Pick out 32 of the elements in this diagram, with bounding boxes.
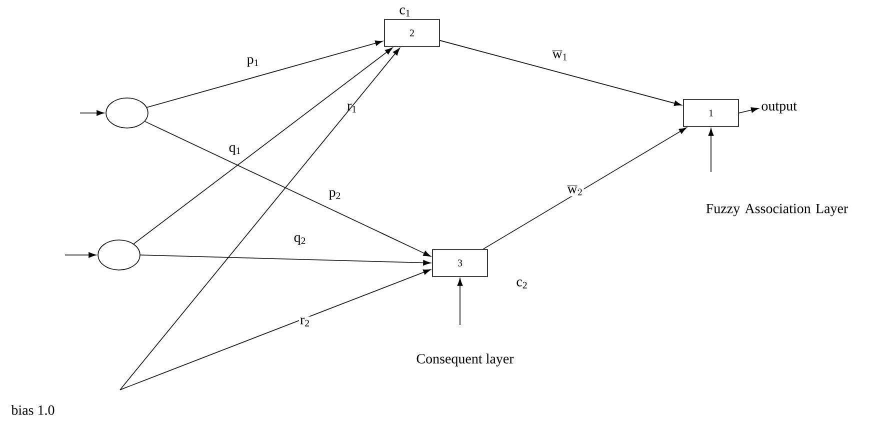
edge-label: r$_{2}$: [298, 316, 312, 328]
arrow: [120, 269, 431, 390]
text-label: p$_{2}$: [329, 190, 340, 200]
input-circle: [106, 98, 148, 128]
node-box: 1: [683, 99, 739, 127]
text-label: q$_{1}$: [229, 145, 240, 155]
arrow: [738, 107, 759, 114]
arrow: [133, 48, 393, 244]
edge-label: $\overline{\mathrm{w}}_1$: [551, 48, 569, 62]
input-circle: [98, 240, 140, 270]
edge-label: p$_{1}$: [246, 56, 260, 68]
text-label: Fuzzy Association Layer: [706, 204, 848, 216]
arrow: [457, 278, 463, 326]
arrow: [120, 48, 400, 390]
arrow: [64, 252, 96, 258]
node-caption: c$_{2}$: [516, 280, 527, 288]
arrow: [708, 128, 714, 172]
arrow: [140, 254, 431, 266]
node-box: 3: [432, 249, 488, 277]
arrow: [482, 127, 687, 250]
edge-label: q$_{2}$: [292, 234, 308, 246]
arrow: [144, 121, 431, 257]
bias-label: bias 1.0: [11, 405, 54, 415]
node-box: 2: [384, 19, 440, 47]
edge-label: $\overline{\mathrm{w}}_2$: [566, 184, 584, 196]
arrow: [80, 110, 104, 116]
arrow: [440, 40, 682, 106]
output-label: output: [762, 102, 797, 114]
text-label: Consequent layer: [416, 354, 514, 366]
arrow: [146, 40, 383, 108]
text-label: r$_{1}$: [347, 104, 356, 112]
node-caption: c$_{1}$: [400, 8, 410, 16]
